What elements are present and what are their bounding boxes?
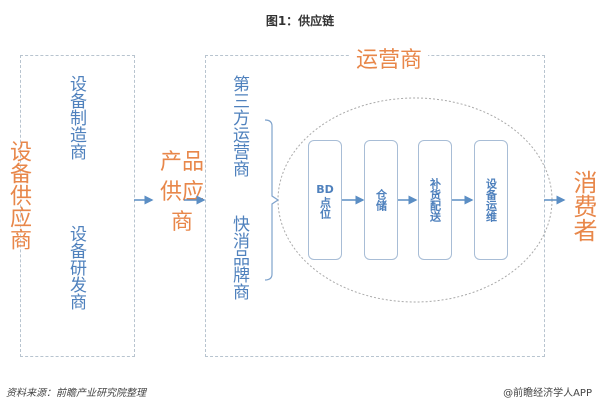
fmcg-brand: 快消品牌商 xyxy=(229,215,249,300)
equipment-supplier-label: 设备供应商 xyxy=(6,140,31,250)
step-replenish-delivery: 补货配送 xyxy=(418,140,452,260)
step-label: 补货配送 xyxy=(428,178,442,222)
third-party-operator: 第三方运营商 xyxy=(229,75,249,177)
step-label: 点位 xyxy=(318,196,332,219)
operator-label: 运营商 xyxy=(350,42,429,74)
credit: @前瞻经济学人APP xyxy=(503,388,592,399)
step-storage: 仓储 xyxy=(364,140,398,260)
equipment-supplier-box xyxy=(20,55,135,357)
step-label-top: BD xyxy=(316,182,334,196)
step-label: 设备运维 xyxy=(484,178,498,222)
step-equipment-maintenance: 设备运维 xyxy=(474,140,508,260)
consumer-label: 消费者 xyxy=(569,170,597,242)
equipment-manufacturer: 设备制造商 xyxy=(66,75,86,160)
bracket xyxy=(264,119,280,281)
equipment-developer: 设备研发商 xyxy=(66,225,86,310)
figure-title: 图1：供应链 xyxy=(265,14,335,28)
product-supplier-label: 产品供应商 xyxy=(159,150,204,235)
step-label: 仓储 xyxy=(374,189,388,211)
source-note: 资料来源：前瞻产业研究院整理 xyxy=(6,388,146,399)
